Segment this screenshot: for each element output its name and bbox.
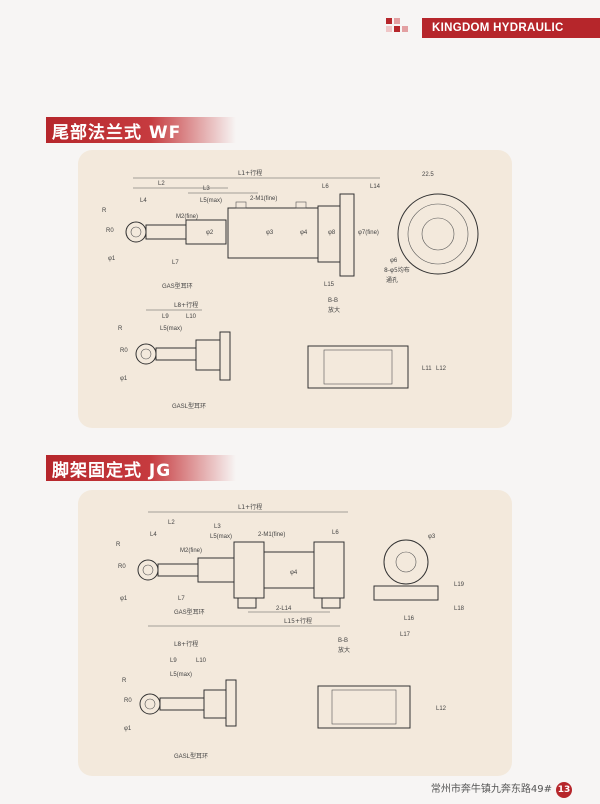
- dim-label: R0: [124, 698, 132, 704]
- technical-drawing-wf: L1+行程 L2 L3 L4 L5(max) 2-M1(fine) L6 L14…: [102, 169, 479, 410]
- dim-label: 2-M1(fine): [258, 532, 285, 538]
- dim-label: 放大: [328, 306, 340, 314]
- dim-label: L12: [436, 366, 447, 372]
- dim-label: L10: [186, 314, 197, 320]
- dim-label: M2(fine): [180, 548, 202, 554]
- dim-label: R: [122, 678, 127, 684]
- dim-label: R: [116, 542, 121, 548]
- dim-label: L9: [170, 658, 177, 664]
- dim-label: 放大: [338, 646, 350, 654]
- drawing-panel-wf: L1+行程 L2 L3 L4 L5(max) 2-M1(fine) L6 L14…: [78, 150, 512, 428]
- dim-label: GASL型耳环: [172, 402, 206, 410]
- dim-label: L5(max): [200, 198, 222, 204]
- dim-label: L9: [162, 314, 169, 320]
- dim-label: L8+行程: [174, 301, 198, 309]
- dim-label: φ1: [120, 376, 128, 382]
- dim-label: L3: [214, 524, 221, 530]
- dim-label: B-B: [338, 638, 348, 644]
- dim-label: L4: [140, 198, 147, 204]
- dim-label: B-B: [328, 298, 338, 304]
- dim-label: L5(max): [160, 326, 182, 332]
- dim-label: L7: [172, 260, 179, 266]
- dim-label: L2: [158, 181, 165, 187]
- dim-label: 22.5: [422, 172, 434, 178]
- dim-label: R0: [106, 228, 114, 234]
- dim-label: L6: [332, 530, 339, 536]
- dim-label: φ4: [290, 570, 298, 576]
- dim-label: R: [102, 208, 107, 214]
- dim-label: R: [118, 326, 123, 332]
- dim-label: L10: [196, 658, 207, 664]
- dim-label: L3: [203, 186, 210, 192]
- brand-bar: KINGDOM HYDRAULIC: [422, 18, 600, 38]
- dim-label: L1+行程: [238, 503, 262, 511]
- brand-squares-icon: [386, 18, 410, 38]
- page-number: 13: [556, 782, 572, 798]
- dim-label: L5(max): [170, 672, 192, 678]
- dim-label: L18: [454, 606, 465, 612]
- dim-label: L14: [370, 184, 381, 190]
- dim-label: φ8: [328, 230, 336, 236]
- dim-label: φ4: [300, 230, 308, 236]
- dim-label: L19: [454, 582, 465, 588]
- section-title-text: 尾部法兰式 WF: [52, 122, 182, 143]
- section-title-text: 脚架固定式 JG: [52, 460, 172, 481]
- dim-label: L7: [178, 596, 185, 602]
- drawing-panel-jg: L1+行程 L2 L3 L4 L5(max) 2-M1(fine) L6 R R…: [78, 490, 512, 776]
- brand-header: KINGDOM HYDRAULIC: [422, 18, 600, 38]
- dim-label: L17: [400, 632, 411, 638]
- dim-label: GAS型耳环: [174, 608, 205, 616]
- dim-label: 2-M1(fine): [250, 196, 277, 202]
- section-title-jg: 脚架固定式 JG: [46, 455, 236, 481]
- dim-label: φ1: [120, 596, 128, 602]
- dim-label: L15: [324, 282, 335, 288]
- brand-name: KINGDOM HYDRAULIC: [432, 22, 564, 34]
- dim-label: φ1: [124, 726, 132, 732]
- dim-label: 8-φ5均布: [384, 266, 410, 274]
- dim-label: L15+行程: [284, 617, 312, 625]
- dim-label: R0: [118, 564, 126, 570]
- dim-label: φ2: [206, 230, 214, 236]
- dim-label: φ6: [390, 258, 398, 264]
- section-title-wf: 尾部法兰式 WF: [46, 117, 236, 143]
- dim-label: GAS型耳环: [162, 282, 193, 290]
- dim-label: L11: [422, 366, 432, 372]
- dim-label: φ3: [428, 534, 436, 540]
- footer-address: 常州市奔牛镇九奔东路49#: [430, 784, 552, 795]
- dim-label: φ1: [108, 256, 116, 262]
- dim-label: M2(fine): [176, 214, 198, 220]
- dim-label: φ3: [266, 230, 274, 236]
- dim-label: φ7(fine): [358, 230, 379, 236]
- dim-label: L4: [150, 532, 157, 538]
- dim-label: L6: [322, 184, 329, 190]
- dim-label: L12: [436, 706, 447, 712]
- technical-drawing-jg: L1+行程 L2 L3 L4 L5(max) 2-M1(fine) L6 R R…: [116, 503, 465, 760]
- dim-label: L1+行程: [238, 169, 262, 177]
- dim-label: L5(max): [210, 534, 232, 540]
- dim-label: 通孔: [386, 276, 398, 284]
- dim-label: L8+行程: [174, 640, 198, 648]
- dim-label: L2: [168, 520, 175, 526]
- dim-label: 2-L14: [276, 606, 292, 612]
- dim-label: R0: [120, 348, 128, 354]
- dim-label: L16: [404, 616, 415, 622]
- dim-label: GASL型耳环: [174, 752, 208, 760]
